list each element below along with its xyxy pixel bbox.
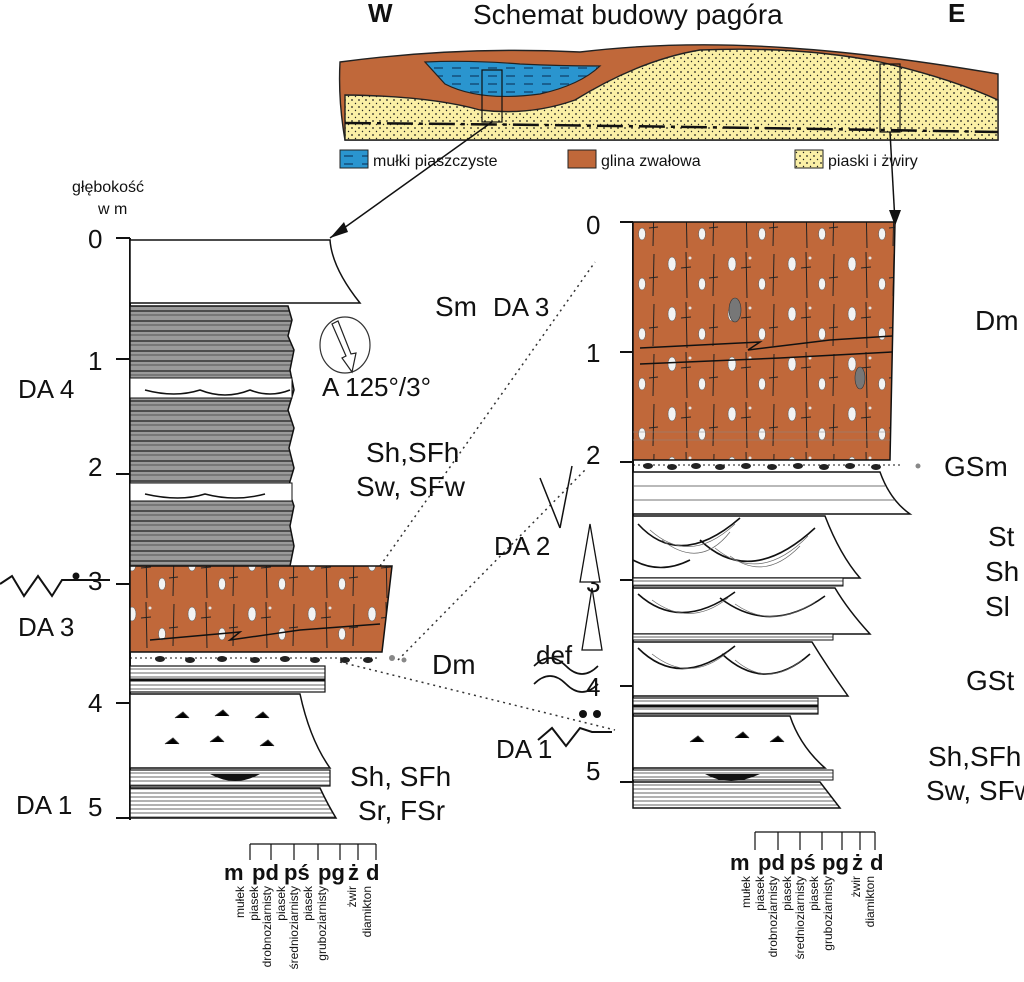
grain-name-0-left: mułek [233,885,247,918]
facies-dm-right: Dm [975,305,1019,336]
flow-direction-icon [331,320,357,374]
erosion-symbol-right [537,726,612,748]
left-zone-da1: DA 1 [16,790,72,820]
left-tick-0: 0 [88,224,102,254]
grain-name-2-right: drobnoziarnisty [766,876,780,957]
left-zone-da3: DA 3 [18,612,74,642]
grain-name-5-left: piasek [301,885,315,921]
left-log: głębokość w m 0 1 2 3 4 5 [0,179,549,826]
grain-name-4-right: średnioziarnisty [793,876,807,959]
left-tick-5: 5 [88,792,102,822]
facies-sh-sfh-right: Sh,SFh [928,741,1021,772]
left-tick-1: 1 [88,346,102,376]
facies-sh: Sh [985,556,1019,587]
right-tick-0: 0 [586,210,600,240]
right-tick-5: 5 [586,756,600,786]
grain-code-z-left: ż [348,860,359,885]
facies-sw-sfw-right: Sw, SFw [926,775,1024,806]
grain-name-2-left: drobnoziarnisty [260,886,274,967]
facies-sw-sfw-upper: Sw, SFw [356,471,466,502]
right-tick-4: 4 [586,672,600,702]
grain-code-pd-right: pd [758,850,785,875]
left-tick-2: 2 [88,452,102,482]
right-log: 0 1 2 3 4 5 [494,210,1024,809]
grain-code-ps-left: pś [284,860,310,885]
grain-name-8-left: diamikton [360,886,374,937]
facies-dm-left: Dm [432,649,476,680]
grain-code-d-right: d [870,850,883,875]
erosion-symbol-left [0,574,110,598]
facies-st: St [988,521,1015,552]
fining-trend-icon [559,465,573,529]
facies-sl: Sl [985,591,1010,622]
grain-name-0-right: mułek [739,875,753,908]
link-arrows [329,121,901,239]
facies-sm-zone: DA 3 [493,292,549,322]
legend-label-till: glina zwałowa [601,153,701,170]
facies-gsm: GSm [944,451,1008,482]
figure-title: Schemat budowy pagóra [473,0,783,30]
legend: mułki piaszczyste glina zwałowa piaski i… [339,149,918,170]
legend-swatch-sand [794,149,824,169]
grain-name-4-left: średnioziarnisty [287,886,301,969]
grain-name-8-right: diamikton [863,876,877,927]
grain-name-3-right: piasek [780,875,794,911]
grain-code-pg-left: pg [318,860,345,885]
legend-swatch-silt [339,149,369,169]
coarsening-trend-icon-2 [581,587,603,651]
grain-code-z-right: ż [852,850,863,875]
left-zone-da4: DA 4 [18,374,74,404]
grain-name-5-right: piasek [807,875,821,911]
correlation-lines [339,261,616,731]
grain-name-1-right: piasek [753,875,767,911]
depth-label: głębokość [72,179,144,196]
right-tick-1: 1 [586,338,600,368]
right-zone-da1: DA 1 [496,734,552,764]
facies-sr-fsr: Sr, FSr [358,795,445,826]
grain-name-6-right: gruboziarnisty [821,876,835,951]
grain-code-pd-left: pd [252,860,279,885]
orientation-circle [319,316,371,374]
right-tick-2: 2 [586,440,600,470]
right-zone-da2: DA 2 [494,531,550,561]
grain-name-7-right: żwir [849,876,863,897]
grain-name-7-left: żwir [345,886,359,907]
orientation-label: A 125°/3° [322,372,431,402]
legend-label-sand: piaski i żwiry [828,153,918,170]
left-tick-4: 4 [88,688,102,718]
cross-section [338,44,999,141]
grain-scale-left: m pd pś pg ż d mułek piasek drobnoziarni… [224,843,379,969]
grain-code-m-left: m [224,860,244,885]
depth-unit: w m [97,201,127,218]
facies-sm: Sm [435,291,477,322]
grain-code-pg-right: pg [822,850,849,875]
deformation-wave-icon [533,657,599,675]
facies-sh-sfh-lower: Sh, SFh [350,761,451,792]
grain-name-3-left: piasek [274,885,288,921]
grain-code-ps-right: pś [790,850,816,875]
grain-name-6-left: gruboziarnisty [315,886,329,961]
west-label: W [368,0,393,28]
facies-sh-sfh-upper: Sh,SFh [366,437,459,468]
coarsening-trend-icon-1 [579,523,601,583]
east-label: E [948,0,965,28]
legend-label-silt: mułki piaszczyste [373,153,498,170]
grain-code-d-left: d [366,860,379,885]
grain-code-m-right: m [730,850,750,875]
grain-name-1-left: piasek [247,885,261,921]
grain-scale-right: m pd pś pg ż d mułek piasek drobnoziarni… [730,831,883,959]
deformation-label: def [536,640,573,670]
facies-gst: GSt [966,665,1014,696]
legend-swatch-till [567,149,597,169]
